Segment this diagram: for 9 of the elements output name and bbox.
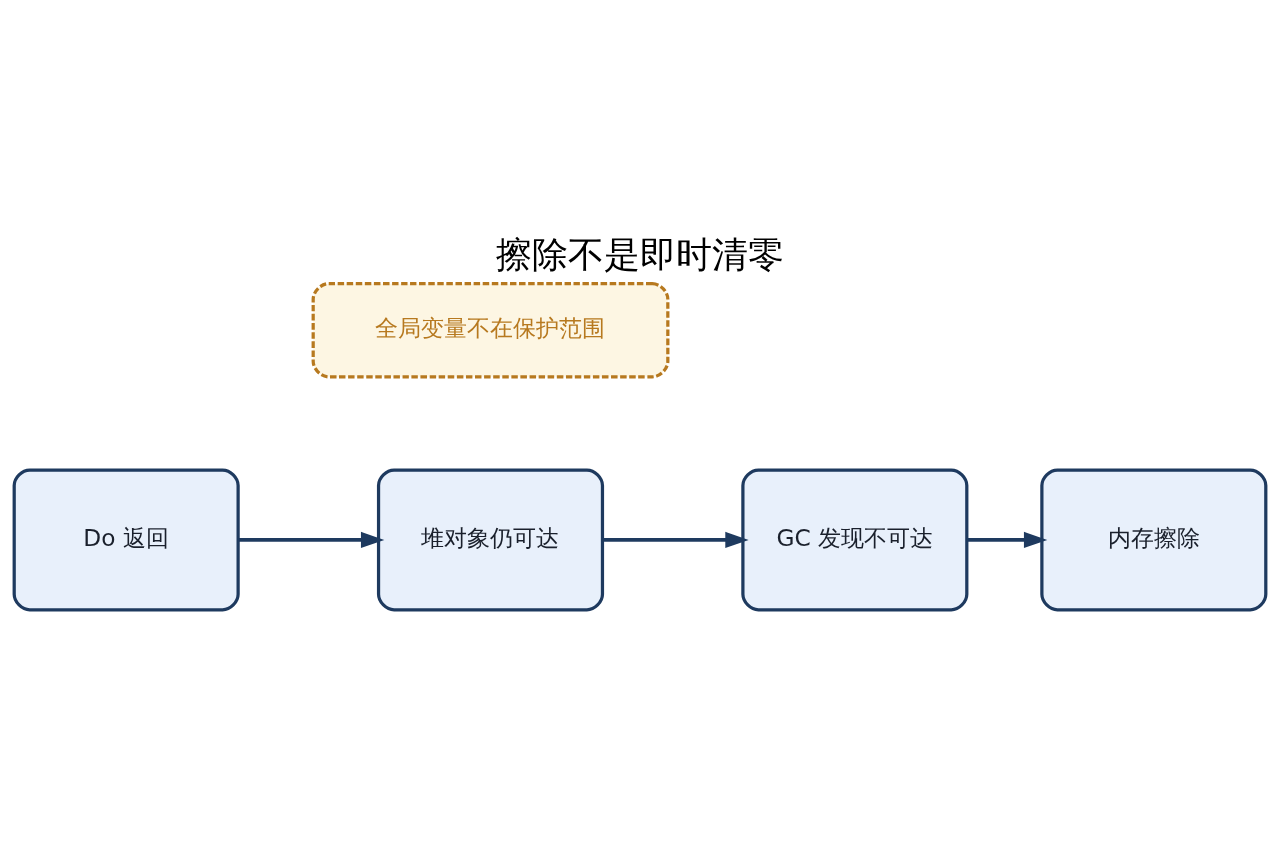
arrow [238, 531, 385, 548]
node-box: GC 发现不可达 [741, 467, 969, 611]
diagram-title: 擦除不是即时清零 [496, 232, 784, 276]
node-box: Do 返回 [12, 467, 240, 611]
node-box: 堆对象仍可达 [376, 467, 605, 611]
node-box: 全局变量不在保护范围 [311, 281, 670, 378]
node-box: 内存擦除 [1040, 467, 1268, 611]
arrow [602, 531, 749, 548]
arrow [966, 531, 1048, 548]
